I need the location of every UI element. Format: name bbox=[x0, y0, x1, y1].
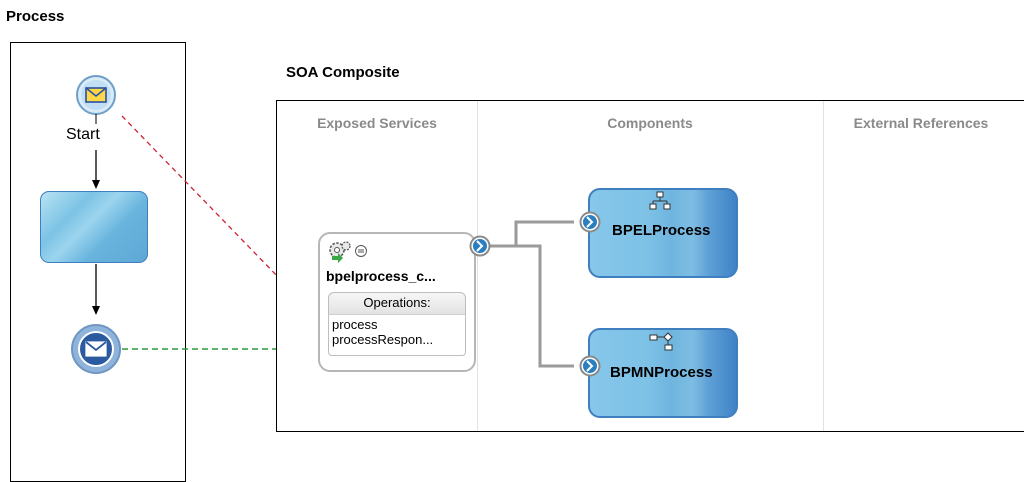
soa-composite-title: SOA Composite bbox=[286, 64, 400, 81]
operations-list: process processRespon... bbox=[328, 314, 466, 356]
gear-service-icon bbox=[329, 241, 351, 263]
component-bpelprocess[interactable]: BPELProcess bbox=[588, 188, 738, 278]
process-title: Process bbox=[6, 8, 65, 25]
service-name: bpelprocess_c... bbox=[326, 268, 436, 284]
task-activity[interactable] bbox=[40, 191, 148, 263]
column-separator bbox=[823, 101, 824, 431]
component-label: BPELProcess bbox=[612, 222, 711, 239]
column-separator bbox=[477, 101, 478, 431]
start-label: Start bbox=[66, 126, 100, 143]
exposed-service-card[interactable]: bpelprocess_c... Operations: process pro… bbox=[318, 232, 476, 372]
operation-item[interactable]: process bbox=[332, 317, 378, 332]
collapse-icon[interactable] bbox=[354, 244, 368, 258]
component-label: BPMNProcess bbox=[610, 364, 713, 381]
operation-item[interactable]: processRespon... bbox=[332, 332, 434, 347]
column-header-exposed-services: Exposed Services bbox=[317, 115, 437, 131]
component-bpmnprocess[interactable]: BPMNProcess bbox=[588, 328, 738, 418]
operations-header: Operations: bbox=[328, 292, 466, 314]
column-header-external-references: External References bbox=[853, 115, 989, 131]
column-header-components: Components bbox=[607, 115, 693, 131]
